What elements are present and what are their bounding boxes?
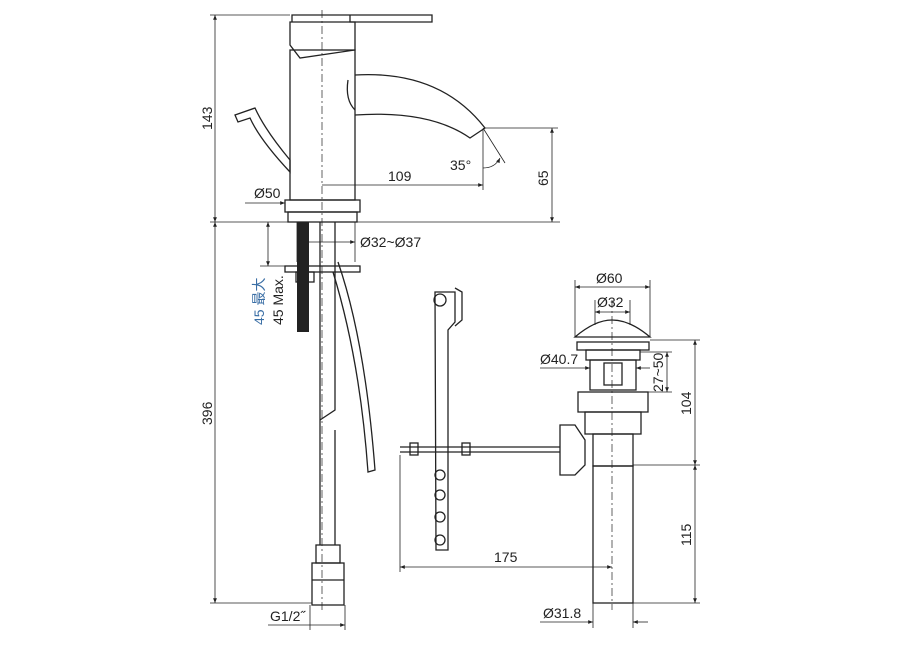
- supply-hose: [210, 222, 376, 606]
- dim-drain-thread: Ø40.7: [540, 351, 578, 367]
- dim-109: 109: [388, 168, 412, 184]
- dim-175: 175: [494, 549, 518, 565]
- dim-connection: G1/2˝: [270, 608, 306, 624]
- popup-rod: 175: [399, 287, 612, 572]
- dim-max-thickness-en: 45 Max.: [270, 275, 286, 325]
- faucet-dimensions: 143 396 109 65 35° Ø50 Ø32~Ø37 45 最大 45 …: [199, 15, 558, 630]
- dim-base-diameter: Ø50: [254, 185, 281, 201]
- dim-65: 65: [535, 170, 551, 186]
- drain-assembly: Ø60 Ø32 Ø40.7 27~50 104 115 Ø31.8: [540, 270, 700, 628]
- dim-drain-range: 27~50: [650, 352, 666, 392]
- dim-max-thickness-cn: 45 最大: [251, 278, 267, 325]
- dim-104: 104: [678, 391, 694, 415]
- dim-143: 143: [199, 106, 215, 130]
- dim-hole-diameter: Ø32~Ø37: [360, 234, 421, 250]
- dim-35-degrees: 35°: [450, 157, 471, 173]
- dim-396: 396: [199, 401, 215, 425]
- dim-115: 115: [678, 523, 694, 546]
- dim-drain-pipe: Ø31.8: [543, 605, 581, 621]
- dim-drain-cap: Ø32: [597, 294, 624, 310]
- dim-drain-flange: Ø60: [596, 270, 623, 286]
